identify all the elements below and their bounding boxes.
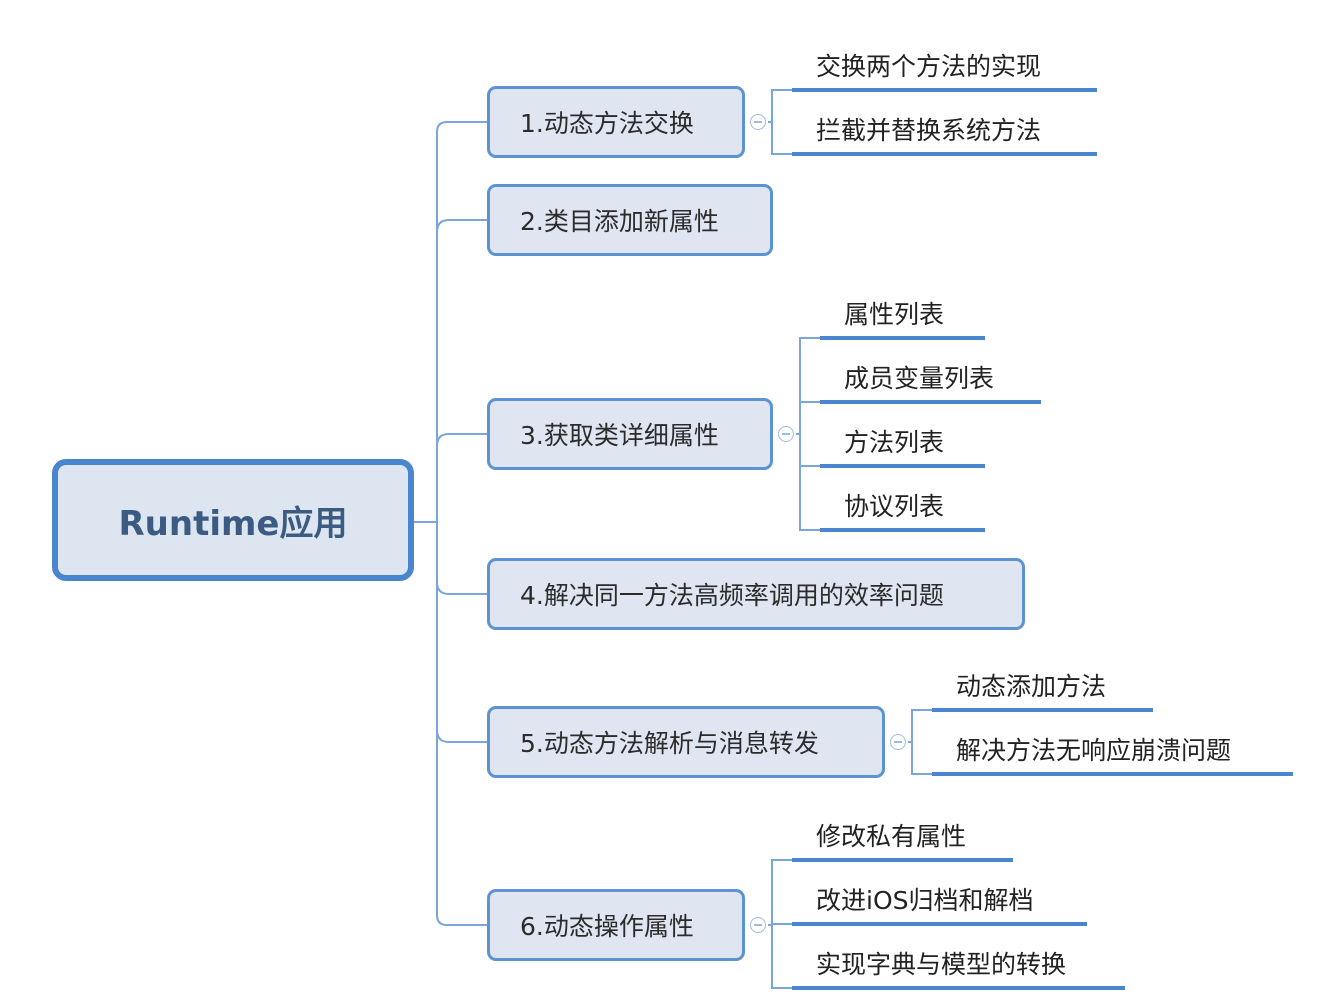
leaf-underline — [820, 336, 985, 340]
root-node[interactable]: Runtime应用 — [52, 459, 414, 581]
leaf-label: 交换两个方法的实现 — [816, 52, 1042, 81]
leaf-label: 实现字典与模型的转换 — [816, 950, 1067, 979]
leaf-label: 方法列表 — [844, 428, 945, 457]
branch-node-1[interactable]: 1.动态方法交换 — [487, 86, 745, 158]
leaf-label: 改进iOS归档和解档 — [816, 886, 1034, 915]
branch-node-6[interactable]: 6.动态操作属性 — [487, 889, 745, 961]
leaf-underline — [792, 88, 1097, 92]
branch-node-5[interactable]: 5.动态方法解析与消息转发 — [487, 706, 885, 778]
root-label: Runtime应用 — [118, 503, 348, 544]
branch-label-4: 4.解决同一方法高频率调用的效率问题 — [520, 581, 944, 610]
leaf-label: 成员变量列表 — [844, 364, 995, 393]
leaf-underline — [792, 858, 1013, 862]
leaf-label: 拦截并替换系统方法 — [816, 116, 1042, 145]
leaf-label: 解决方法无响应崩溃问题 — [956, 736, 1232, 765]
branch-label-1: 1.动态方法交换 — [520, 109, 694, 138]
branch-node-3[interactable]: 3.获取类详细属性 — [487, 398, 773, 470]
branch-label-5: 5.动态方法解析与消息转发 — [520, 729, 819, 758]
leaf-underline — [820, 528, 985, 532]
leaf-underline — [792, 152, 1097, 156]
leaf-underline — [932, 772, 1293, 776]
leaf-underline — [792, 986, 1125, 990]
branch-label-2: 2.类目添加新属性 — [520, 207, 719, 236]
collapse-icon[interactable] — [890, 734, 906, 750]
branch-label-6: 6.动态操作属性 — [520, 912, 694, 941]
collapse-icon[interactable] — [750, 917, 766, 933]
leaf-underline — [820, 400, 1041, 404]
leaf-label: 动态添加方法 — [956, 672, 1107, 701]
leaf-label: 协议列表 — [844, 492, 945, 521]
collapse-icon[interactable] — [778, 426, 794, 442]
leaf-label: 属性列表 — [844, 300, 945, 329]
leaf-underline — [792, 922, 1087, 926]
branch-node-2[interactable]: 2.类目添加新属性 — [487, 184, 773, 256]
collapse-icon[interactable] — [750, 114, 766, 130]
leaf-label: 修改私有属性 — [816, 822, 967, 851]
leaf-underline — [820, 464, 985, 468]
branch-node-4[interactable]: 4.解决同一方法高频率调用的效率问题 — [487, 558, 1025, 630]
leaf-underline — [932, 708, 1153, 712]
branch-label-3: 3.获取类详细属性 — [520, 421, 719, 450]
